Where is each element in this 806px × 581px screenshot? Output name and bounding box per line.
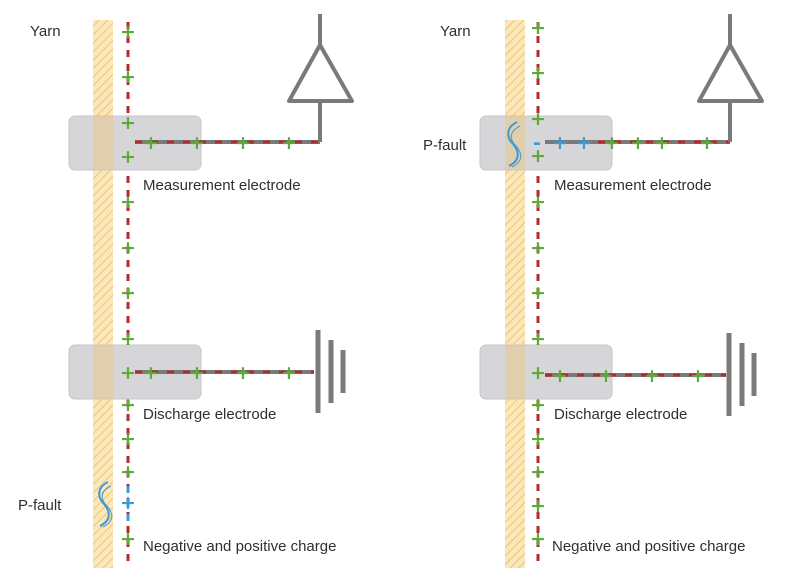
positive-charge-sign: +: [530, 394, 546, 416]
positive-charge-sign: +: [120, 146, 136, 168]
ground-plates-icon: [315, 330, 346, 413]
positive-charge-sign: +: [644, 365, 660, 387]
amplifier-icon: [287, 43, 354, 103]
measurement-lead-charges: + + + +: [143, 132, 297, 154]
panel-left: + + + + + + + + + + + + + + + + + + + + + + Yarn Measureme…: [18, 14, 354, 568]
discharge-electrode-label: Discharge electrode: [554, 406, 687, 423]
positive-charge-sign: +: [530, 145, 546, 167]
measurement-electrode-label: Measurement electrode: [143, 177, 301, 194]
discharge-lead-charges: + + + +: [552, 365, 706, 387]
positive-charge-sign: +: [120, 328, 136, 350]
p-fault-label: P-fault: [423, 137, 467, 154]
positive-charge-sign: +: [530, 362, 546, 384]
positive-charge-sign: +: [120, 362, 136, 384]
positive-charge-sign: +: [120, 237, 136, 259]
p-fault-label: P-fault: [18, 497, 62, 514]
positive-charge-sign: +: [654, 132, 670, 154]
positive-charge-sign: +: [120, 66, 136, 88]
positive-charge-sign: +: [530, 17, 546, 39]
s-curve-fault-icon: [98, 481, 110, 527]
positive-charge-sign: +: [530, 461, 546, 483]
positive-charge-sign: +: [120, 394, 136, 416]
discharge-electrode-label: Discharge electrode: [143, 406, 276, 423]
measurement-electrode-label: Measurement electrode: [554, 177, 712, 194]
positive-charge-sign: +: [120, 21, 136, 43]
charge-legend-label: Negative and positive charge: [552, 538, 745, 555]
negative-charge-sign: -: [533, 132, 541, 154]
yarn-overlay-measurement: [93, 116, 113, 170]
yarn-overlay-discharge: [93, 345, 113, 399]
positive-charge-sign: +: [530, 428, 546, 450]
charge-legend-label: Negative and positive charge: [143, 538, 336, 555]
yarn-positive-charges: + + + + + + + + + + + + + +: [530, 17, 546, 550]
positive-charge-sign: +: [552, 132, 568, 154]
positive-charge-sign: +: [120, 528, 136, 550]
positive-charge-sign: +: [604, 132, 620, 154]
positive-charge-sign: +: [530, 495, 546, 517]
positive-charge-sign: +: [235, 362, 251, 384]
positive-charge-sign: +: [699, 132, 715, 154]
positive-charge-sign: +: [552, 365, 568, 387]
yarn-strand: [505, 20, 525, 568]
positive-charge-sign: +: [143, 132, 159, 154]
positive-charge-sign: +: [281, 132, 297, 154]
discharge-lead-charges: + + + +: [143, 362, 297, 384]
positive-charge-sign: +: [530, 62, 546, 84]
fault-charges: +: [120, 492, 136, 514]
positive-charge-sign: +: [120, 191, 136, 213]
measurement-fault-charges: -++: [533, 132, 592, 154]
positive-charge-sign: +: [530, 282, 546, 304]
positive-charge-sign: +: [530, 328, 546, 350]
ground-plates-icon: [726, 333, 757, 416]
positive-charge-sign: +: [690, 365, 706, 387]
positive-charge-sign: +: [120, 282, 136, 304]
positive-charge-sign: +: [143, 362, 159, 384]
positive-charge-sign: +: [189, 132, 205, 154]
positive-charge-sign: +: [120, 112, 136, 134]
positive-charge-sign: +: [189, 362, 205, 384]
yarn-label: Yarn: [30, 23, 61, 40]
discharge-electrode: [479, 344, 613, 400]
positive-charge-sign: +: [530, 237, 546, 259]
amplifier-icon: [697, 43, 764, 103]
positive-charge-sign: +: [598, 365, 614, 387]
positive-charge-sign: +: [120, 461, 136, 483]
yarn-positive-charges: + + + + + + + + + + + + +: [120, 21, 136, 550]
positive-charge-sign: +: [235, 132, 251, 154]
yarn-overlay-discharge: [505, 345, 525, 399]
positive-charge-sign: +: [120, 428, 136, 450]
panel-right: ++++++++++++++ -++ ++++ ++++ Yarn P-faul…: [423, 14, 764, 568]
yarn-label: Yarn: [440, 23, 471, 40]
positive-charge-sign: +: [530, 528, 546, 550]
positive-charge-sign: +: [281, 362, 297, 384]
positive-charge-sign: +: [530, 191, 546, 213]
positive-charge-sign: +: [530, 108, 546, 130]
positive-charge-sign: +: [120, 492, 136, 514]
s-curve-fault-icon: [507, 121, 519, 167]
positive-charge-sign: +: [630, 132, 646, 154]
measurement-lead-charges: + + + +: [604, 132, 715, 154]
positive-charge-sign: +: [576, 132, 592, 154]
